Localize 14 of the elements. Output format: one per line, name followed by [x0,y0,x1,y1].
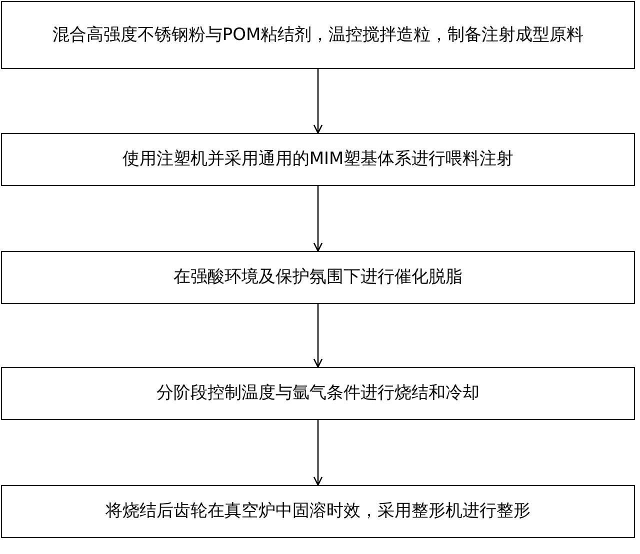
arrow [313,69,323,134]
step-text: 分阶段控制温度与氩气条件进行烧结和冷却 [156,382,480,405]
arrow [313,186,323,252]
step-text: 混合高强度不锈钢粉与POM粘结剂，温控搅拌造粒，制备注射成型原料 [52,24,584,46]
arrow [313,420,323,486]
process-box [1,133,635,186]
process-box [1,251,635,304]
step-text: 将烧结后齿轮在真空炉中固溶时效，采用整形机进行整形 [106,500,530,523]
process-box [1,1,635,69]
step-text: 在强酸环境及保护氛围下进行催化脱脂 [174,266,462,289]
step-text: 使用注塑机并采用通用的MIM塑基体系进行喂料注射 [122,148,514,171]
arrow [313,304,323,368]
process-box [1,485,635,538]
process-box [1,367,635,420]
